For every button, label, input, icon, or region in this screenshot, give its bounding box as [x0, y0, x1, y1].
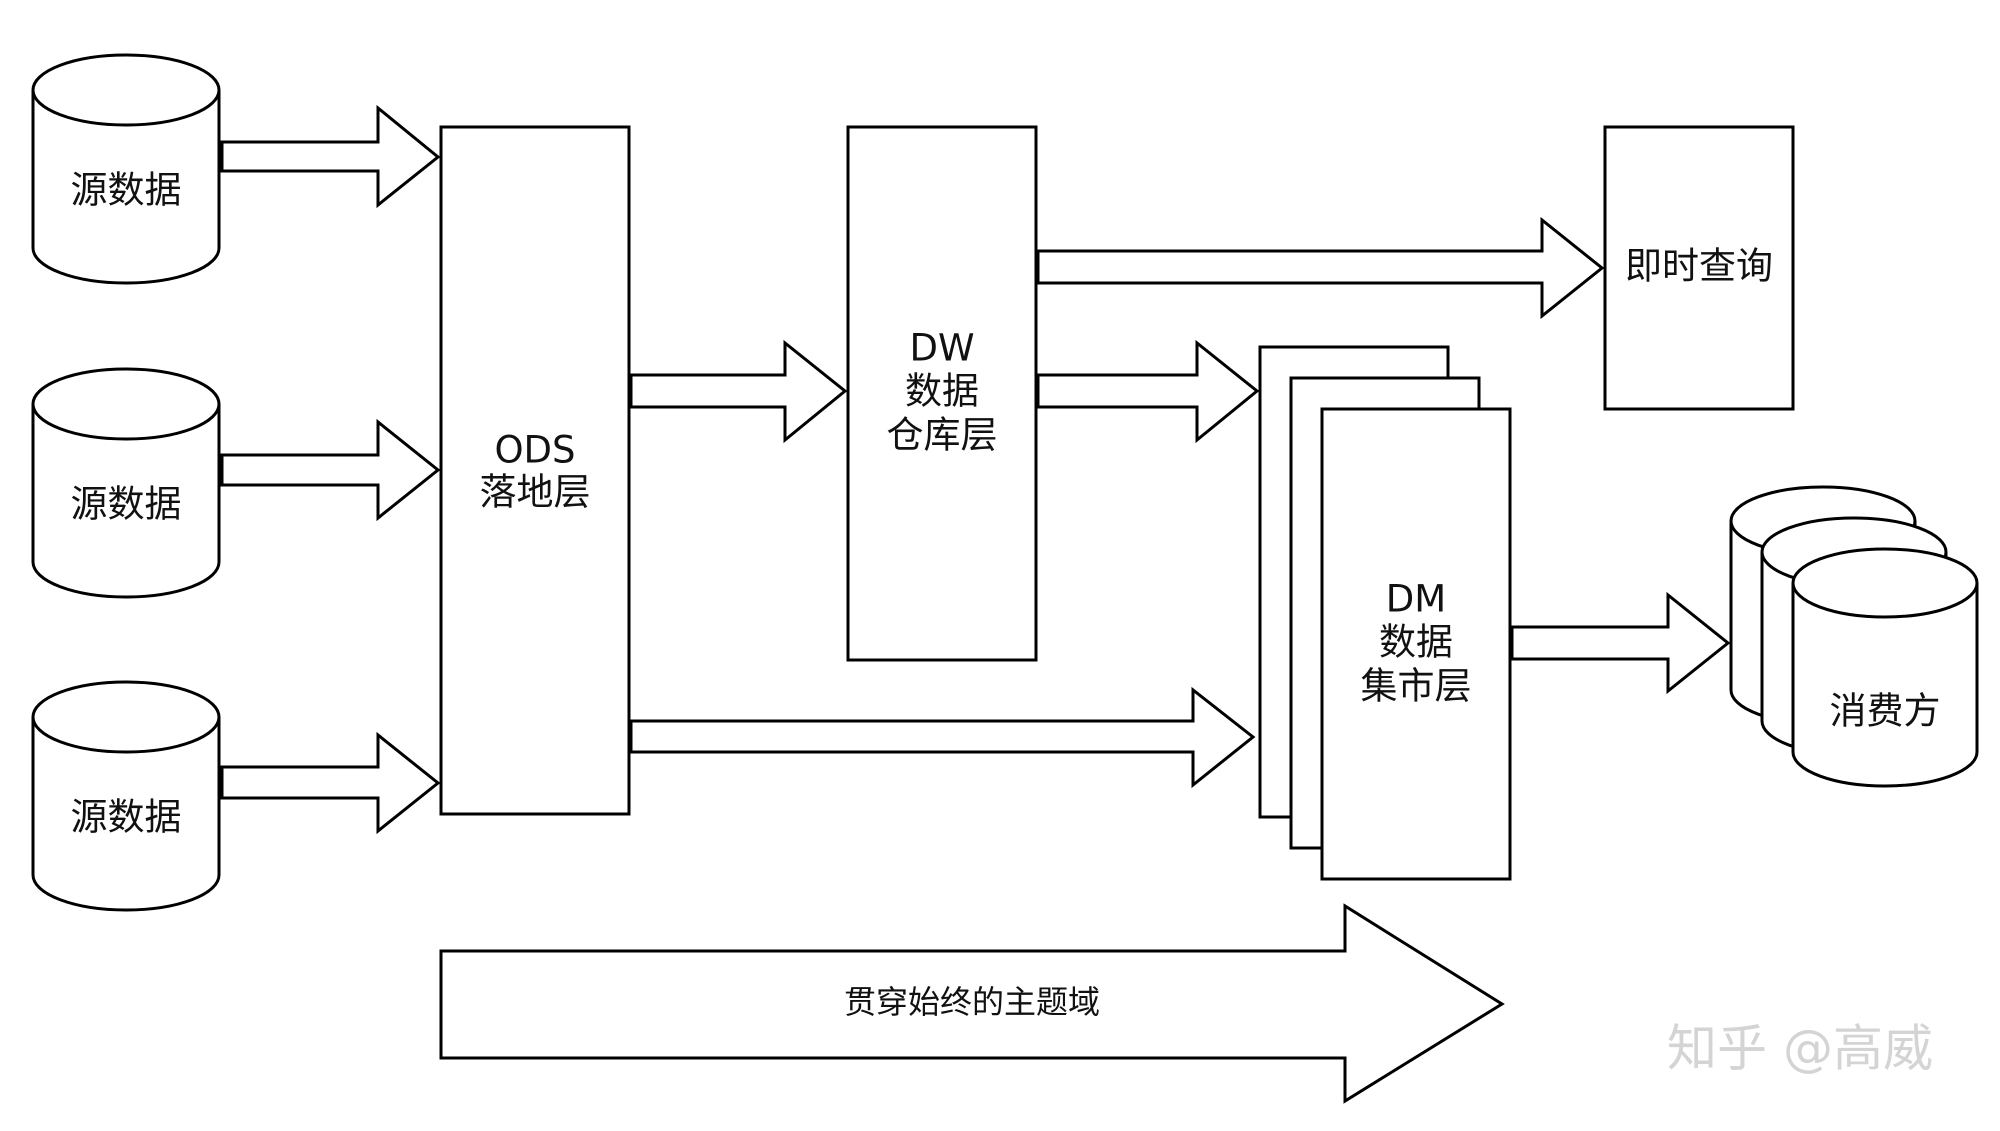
consumer-label: 消费方 — [1830, 690, 1941, 733]
arrow-source-2-to-ods — [220, 418, 441, 522]
source-data-3-label: 源数据 — [71, 796, 182, 839]
dw-layer-title: DW — [909, 327, 974, 370]
zhihu-watermark: 知乎 @高威 — [1667, 1020, 1933, 1078]
source-data-1: 源数据 — [31, 53, 221, 285]
dw-layer-line3: 仓库层 — [887, 414, 998, 457]
arrow-source-3-to-ods — [220, 731, 441, 835]
dw-layer: DW 数据 仓库层 — [846, 125, 1038, 662]
consumer: 消费方 — [1729, 485, 1979, 788]
arrow-source-1-to-ods — [220, 104, 441, 209]
dm-layer-line2: 数据 — [1379, 621, 1453, 664]
dm-layer-front-page — [1320, 407, 1512, 881]
dm-layer-title: DM — [1386, 578, 1446, 621]
subject-domain-arrow: 贯穿始终的主题域 — [439, 903, 1505, 1104]
instant-query-label: 即时查询 — [1625, 245, 1773, 288]
instant-query: 即时查询 — [1603, 125, 1795, 411]
dm-layer: DM 数据 集市层 — [1258, 345, 1512, 881]
ods-layer: ODS 落地层 — [439, 125, 631, 816]
arrow-ods-to-dm — [629, 686, 1256, 789]
arrow-dw-to-dm — [1036, 339, 1260, 444]
subject-domain-label: 贯穿始终的主题域 — [844, 983, 1100, 1021]
arrow-dw-to-instant-query — [1036, 216, 1605, 320]
source-data-2-label: 源数据 — [71, 483, 182, 526]
dm-layer-line3: 集市层 — [1361, 665, 1472, 708]
arrow-dm-to-consumer — [1510, 591, 1731, 695]
ods-layer-subtitle: 落地层 — [480, 471, 591, 514]
consumer-cylinder-front — [1791, 547, 1979, 788]
source-data-2: 源数据 — [31, 367, 221, 599]
source-data-3: 源数据 — [31, 680, 221, 912]
arrow-ods-to-dw — [629, 339, 848, 444]
ods-layer-title: ODS — [494, 429, 575, 472]
dw-layer-line2: 数据 — [905, 370, 979, 413]
source-data-1-label: 源数据 — [71, 169, 182, 212]
